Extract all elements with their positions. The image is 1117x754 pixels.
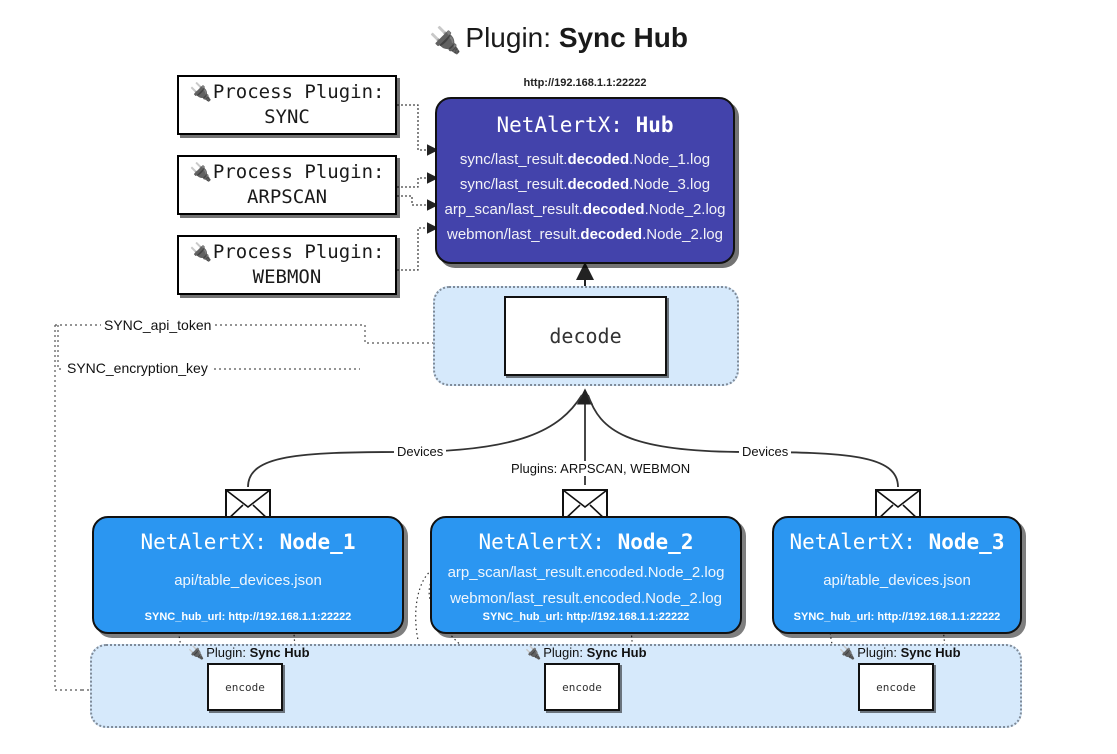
plug-icon: 🔌 xyxy=(839,645,856,660)
plug-icon: 🔌 xyxy=(189,82,212,103)
node-box-node-3[interactable]: NetAlertX: Node_3 api/table_devices.json… xyxy=(772,516,1022,634)
secret-label-encryption-key: SYNC_encryption_key xyxy=(64,360,211,376)
hub-node[interactable]: NetAlertX: Hub sync/last_result.decoded.… xyxy=(435,97,735,264)
edge-label-plugins-center: Plugins: ARPSCAN, WEBMON xyxy=(508,461,694,476)
plugin-caption-node-2: 🔌Plugin: Sync Hub xyxy=(525,645,647,660)
node-title-name: Node_2 xyxy=(617,530,694,554)
envelope-icon xyxy=(225,489,271,522)
node-title-name: Node_3 xyxy=(928,530,1005,554)
node-footer: SYNC_hub_url: http://192.168.1.1:22222 xyxy=(482,611,690,623)
secret-label-api-token: SYNC_api_token xyxy=(101,317,215,333)
encode-box-node-1[interactable]: encode xyxy=(207,663,283,711)
node-line: webmon/last_result.encoded.Node_2.log xyxy=(450,590,722,607)
plugin-caption-node-1: 🔌Plugin: Sync Hub xyxy=(188,645,310,660)
page-title-prefix: Plugin: xyxy=(465,22,552,53)
node-box-node-1[interactable]: NetAlertX: Node_1 api/table_devices.json… xyxy=(92,516,404,634)
page-title: 🔌Plugin: Sync Hub xyxy=(0,18,1117,60)
hub-title: NetAlertX: Hub xyxy=(437,113,733,137)
process-plugin-label: Process Plugin: xyxy=(212,81,385,103)
plug-icon: 🔌 xyxy=(188,645,205,660)
page-title-name: Sync Hub xyxy=(558,22,688,53)
node-line: api/table_devices.json xyxy=(823,572,971,589)
hub-log-entry: sync/last_result.decoded.Node_3.log xyxy=(459,176,711,193)
hub-log-list: sync/last_result.decoded.Node_1.log sync… xyxy=(437,147,733,247)
plug-icon: 🔌 xyxy=(189,242,212,263)
hub-title-prefix: NetAlertX: xyxy=(496,113,623,137)
node-footer: SYNC_hub_url: http://192.168.1.1:22222 xyxy=(793,611,1001,623)
encode-box-node-2[interactable]: encode xyxy=(544,663,620,711)
edge-label-devices-left: Devices xyxy=(394,444,447,459)
process-plugin-name: WEBMON xyxy=(252,266,322,288)
process-plugin-label: Process Plugin: xyxy=(212,241,385,263)
node-box-node-2[interactable]: NetAlertX: Node_2 arp_scan/last_result.e… xyxy=(430,516,742,634)
hub-title-name: Hub xyxy=(635,113,674,137)
plugin-caption-node-3: 🔌Plugin: Sync Hub xyxy=(839,645,961,660)
node-footer: SYNC_hub_url: http://192.168.1.1:22222 xyxy=(144,611,352,623)
envelope-icon xyxy=(562,489,608,522)
node-title: NetAlertX: Node_1 xyxy=(140,530,356,554)
process-plugin-sync[interactable]: 🔌Process Plugin: SYNC xyxy=(177,75,397,135)
edge-label-devices-right: Devices xyxy=(739,444,792,459)
envelope-icon xyxy=(875,489,921,522)
process-plugin-webmon[interactable]: 🔌Process Plugin: WEBMON xyxy=(177,235,397,295)
hub-log-entry: sync/last_result.decoded.Node_1.log xyxy=(459,151,711,168)
plug-icon: 🔌 xyxy=(525,645,542,660)
process-plugin-name: ARPSCAN xyxy=(246,186,328,208)
hub-log-entry: arp_scan/last_result.decoded.Node_2.log xyxy=(444,201,726,218)
hub-log-entry: webmon/last_result.decoded.Node_2.log xyxy=(447,226,723,243)
hub-url: http://192.168.1.1:22222 xyxy=(523,77,647,89)
plug-icon: 🔌 xyxy=(429,25,462,55)
plug-icon: 🔌 xyxy=(189,162,212,183)
node-line: arp_scan/last_result.encoded.Node_2.log xyxy=(447,564,725,581)
node-title: NetAlertX: Node_2 xyxy=(478,530,694,554)
process-plugin-name: SYNC xyxy=(264,106,310,128)
encode-box-node-3[interactable]: encode xyxy=(858,663,934,711)
node-line: api/table_devices.json xyxy=(174,572,322,589)
decode-box[interactable]: decode xyxy=(504,296,667,376)
node-title-name: Node_1 xyxy=(279,530,356,554)
process-plugin-arpscan[interactable]: 🔌Process Plugin: ARPSCAN xyxy=(177,155,397,215)
node-title: NetAlertX: Node_3 xyxy=(789,530,1005,554)
process-plugin-label: Process Plugin: xyxy=(212,161,385,183)
